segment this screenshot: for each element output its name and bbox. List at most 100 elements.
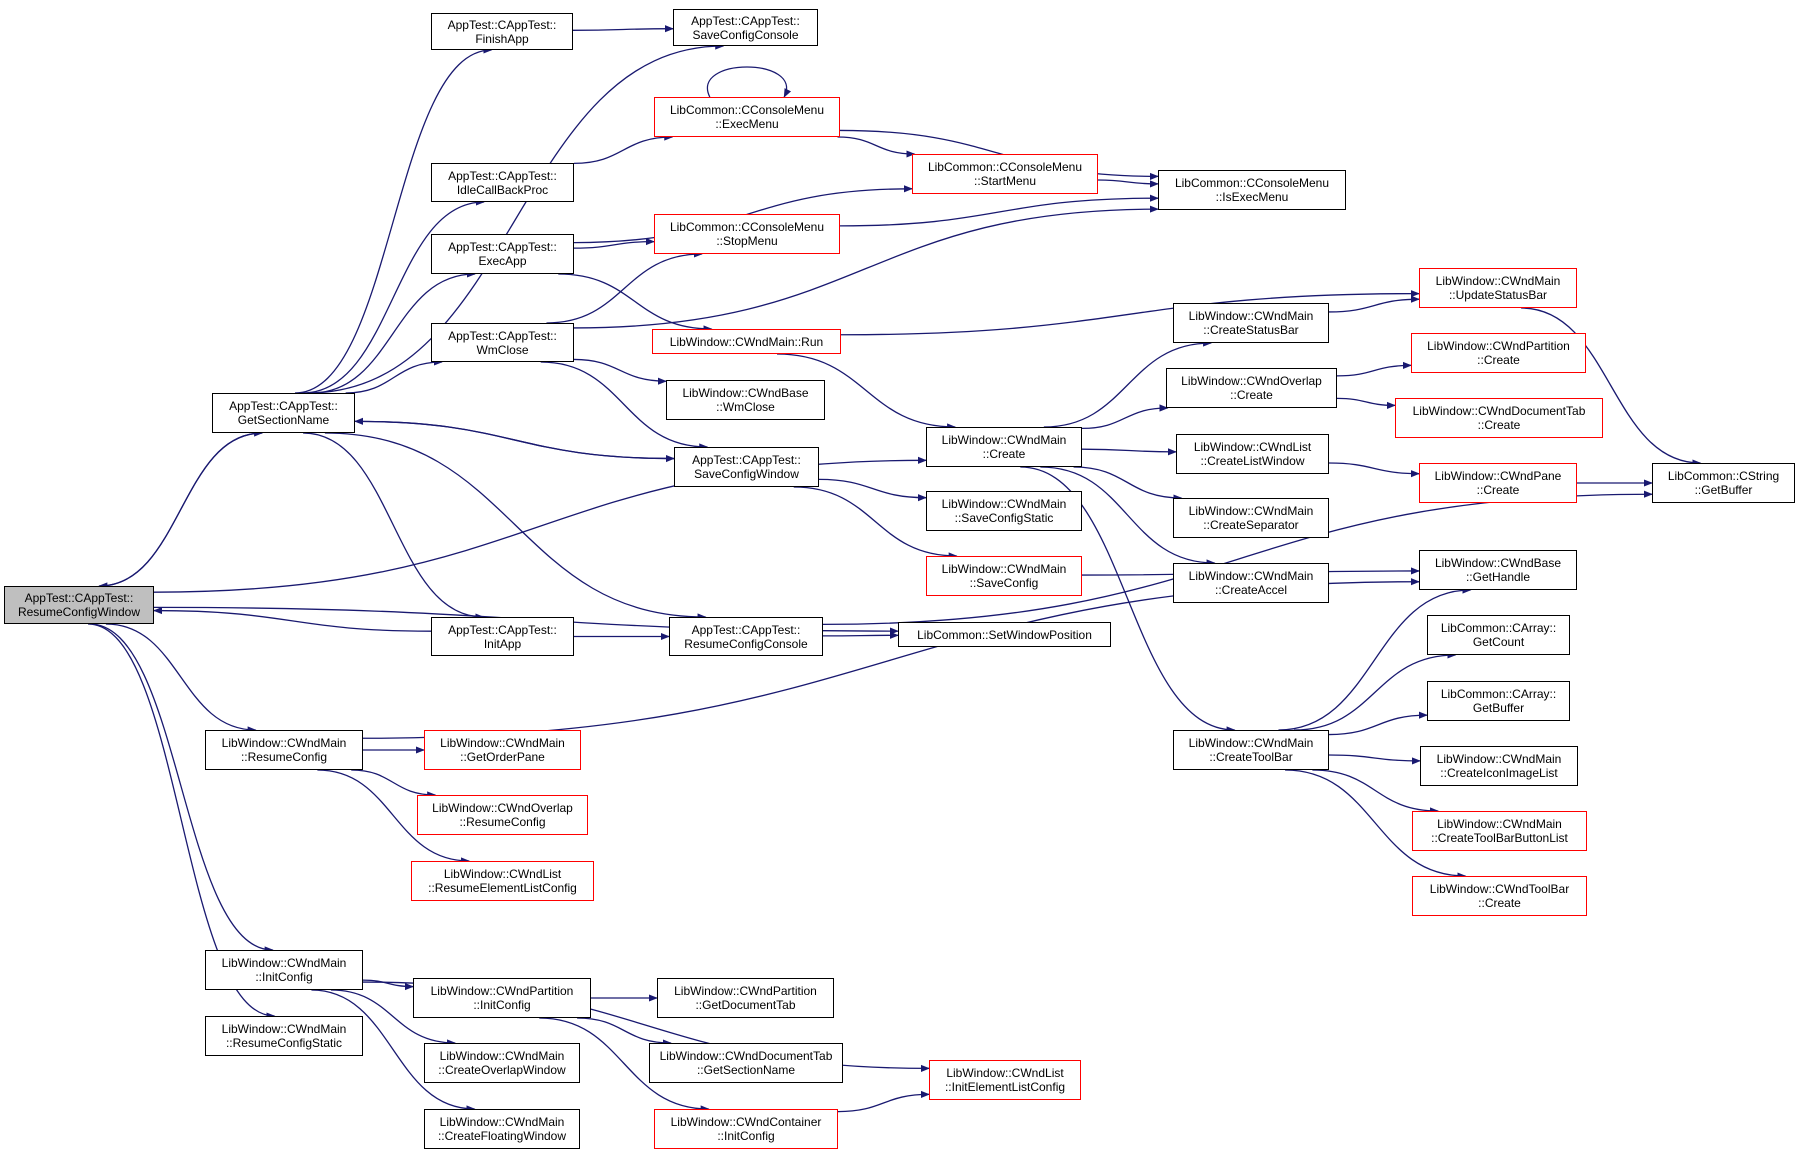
node-resumeconfig[interactable]: LibWindow::CWndMain::ResumeConfig xyxy=(205,730,363,770)
node-initapp[interactable]: AppTest::CAppTest::InitApp xyxy=(431,617,574,656)
node-label-line2: GetBuffer xyxy=(1472,701,1525,715)
node-label-line2: ::GetSectionName xyxy=(696,1063,796,1077)
node-finishapp[interactable]: AppTest::CAppTest::FinishApp xyxy=(431,13,573,50)
edge-run-to-maincreate xyxy=(777,353,957,431)
edge-execmenu-to-execmenu xyxy=(706,66,792,98)
node-label-line1: AppTest::CAppTest:: xyxy=(448,622,557,637)
node-label-line1: LibWindow::CWndBase xyxy=(682,386,809,400)
edge-execapp-to-run xyxy=(558,273,713,333)
node-resumeconsole[interactable]: AppTest::CAppTest::ResumeConfigConsole xyxy=(669,617,823,656)
node-listresume[interactable]: LibWindow::CWndList::ResumeElementListCo… xyxy=(411,861,594,901)
node-label-line2: ::Create xyxy=(1230,388,1273,402)
edge-maincreate-to-toolbar xyxy=(1020,466,1236,734)
node-label-line1: LibWindow::CWndPartition xyxy=(430,984,574,998)
edge-resumeconfig-to-listresume xyxy=(317,769,471,865)
edge-savewindow-to-getsection xyxy=(354,417,675,460)
node-execapp[interactable]: AppTest::CAppTest::ExecApp xyxy=(431,234,574,274)
edge-root-to-initconfig xyxy=(89,623,274,954)
node-floatwin[interactable]: LibWindow::CWndMain::CreateFloatingWindo… xyxy=(424,1109,580,1149)
node-separator[interactable]: LibWindow::CWndMain::CreateSeparator xyxy=(1173,498,1329,538)
node-label-line1: LibCommon::CString xyxy=(1667,469,1780,483)
edge-getsection-to-resumeconsole xyxy=(324,432,707,621)
node-panecreate[interactable]: LibWindow::CWndPane::Create xyxy=(1419,463,1577,503)
node-savestatic[interactable]: LibWindow::CWndMain::SaveConfigStatic xyxy=(926,491,1082,531)
edge-resumeconsole-to-setwinpos xyxy=(822,631,899,639)
node-label-line1: AppTest::CAppTest:: xyxy=(447,17,557,32)
node-stopmenu[interactable]: LibCommon::CConsoleMenu::StopMenu xyxy=(654,214,840,254)
node-continit[interactable]: LibWindow::CWndContainer::InitConfig xyxy=(654,1109,838,1149)
node-idle[interactable]: AppTest::CAppTest::IdleCallBackProc xyxy=(431,163,574,202)
node-doctabcreate[interactable]: LibWindow::CWndDocumentTab::Create xyxy=(1395,398,1603,438)
node-updatestatus[interactable]: LibWindow::CWndMain::UpdateStatusBar xyxy=(1419,268,1577,308)
node-arrbuffer[interactable]: LibCommon::CArray::GetBuffer xyxy=(1427,681,1570,721)
node-label-line2: ::CreateListWindow xyxy=(1200,454,1305,468)
node-label-line2: ::Create xyxy=(1477,353,1520,367)
node-initconfig[interactable]: LibWindow::CWndMain::InitConfig xyxy=(205,950,363,990)
node-run[interactable]: LibWindow::CWndMain::Run xyxy=(652,329,841,354)
node-maincreate[interactable]: LibWindow::CWndMain::Create xyxy=(926,427,1082,467)
node-gethandle[interactable]: LibWindow::CWndBase::GetHandle xyxy=(1419,550,1577,590)
node-label-line2: ::Create xyxy=(1478,896,1521,910)
node-tbcreate[interactable]: LibWindow::CWndToolBar::Create xyxy=(1412,876,1587,916)
node-startmenu[interactable]: LibCommon::CConsoleMenu::StartMenu xyxy=(912,154,1098,194)
node-label-line2: IdleCallBackProc xyxy=(456,182,549,197)
node-label-line2: SaveConfigWindow xyxy=(694,467,799,481)
node-partinit[interactable]: LibWindow::CWndPartition::InitConfig xyxy=(413,978,591,1018)
node-root[interactable]: AppTest::CAppTest::ResumeConfigWindow xyxy=(4,586,154,624)
node-partcreate[interactable]: LibWindow::CWndPartition::Create xyxy=(1411,333,1586,373)
node-tbbtnlist[interactable]: LibWindow::CWndMain::CreateToolBarButton… xyxy=(1412,811,1587,851)
node-saveconsole[interactable]: AppTest::CAppTest::SaveConfigConsole xyxy=(673,9,818,46)
node-label-line2: ::IsExecMenu xyxy=(1215,190,1289,204)
node-docsection[interactable]: LibWindow::CWndDocumentTab::GetSectionNa… xyxy=(649,1043,843,1083)
node-getcount[interactable]: LibCommon::CArray::GetCount xyxy=(1427,615,1570,655)
edge-maincreate-to-separator xyxy=(1073,466,1183,502)
edge-toolbar-to-tbcreate xyxy=(1285,769,1467,880)
node-label-line2: ::Create xyxy=(982,447,1026,461)
edge-getsection-to-saveconsole xyxy=(307,42,725,394)
node-label-line2: ExecApp xyxy=(478,254,527,268)
node-label-line2: SaveConfigConsole xyxy=(692,27,799,42)
node-resumestatic[interactable]: LibWindow::CWndMain::ResumeConfigStatic xyxy=(205,1016,363,1056)
edge-toolbar-to-tbbtnlist xyxy=(1312,769,1440,815)
node-execmenu[interactable]: LibCommon::CConsoleMenu::ExecMenu xyxy=(654,97,840,137)
node-toolbar[interactable]: LibWindow::CWndMain::CreateToolBar xyxy=(1173,730,1329,770)
node-overlapresume[interactable]: LibWindow::CWndOverlap::ResumeConfig xyxy=(417,795,588,835)
node-label-line1: AppTest::CAppTest:: xyxy=(691,622,801,637)
edge-getsection-to-idle xyxy=(302,198,485,394)
edge-stopmenu-to-isexec xyxy=(839,194,1159,227)
node-isexec[interactable]: LibCommon::CConsoleMenu::IsExecMenu xyxy=(1158,170,1346,210)
edge-toolbar-to-gethandle xyxy=(1278,586,1472,731)
node-basewmclose[interactable]: LibWindow::CWndBase::WmClose xyxy=(666,380,825,420)
node-label-line2: ::ExecMenu xyxy=(715,117,779,131)
edge-wmclose-to-isexec xyxy=(573,205,1159,329)
edge-updatestatus-to-getbuffer xyxy=(1521,307,1702,467)
node-getbuffer[interactable]: LibCommon::CString::GetBuffer xyxy=(1652,463,1795,503)
node-accel[interactable]: LibWindow::CWndMain::CreateAccel xyxy=(1173,563,1329,603)
node-label-line2: ::CreateToolBarButtonList xyxy=(1431,831,1568,845)
node-listinit[interactable]: LibWindow::CWndList::InitElementListConf… xyxy=(929,1060,1081,1100)
node-saveconfig[interactable]: LibWindow::CWndMain::SaveConfig xyxy=(926,556,1082,596)
node-label-line1: LibWindow::CWndToolBar xyxy=(1429,882,1570,896)
node-label-line2: ::InitConfig xyxy=(255,970,313,984)
edge-maincreate-to-accel xyxy=(1040,466,1216,567)
node-setwinpos[interactable]: LibCommon::SetWindowPosition xyxy=(898,622,1111,647)
node-listwindow[interactable]: LibWindow::CWndList::CreateListWindow xyxy=(1176,434,1329,474)
edge-startmenu-to-isexec xyxy=(1097,179,1159,188)
edge-execmenu-to-startmenu xyxy=(837,136,916,158)
node-label-line2: ::CreateFloatingWindow xyxy=(437,1129,567,1143)
node-getdoctab[interactable]: LibWindow::CWndPartition::GetDocumentTab xyxy=(657,978,834,1018)
edge-partinit-to-docsection xyxy=(577,1017,672,1047)
node-label-line2: WmClose xyxy=(476,342,529,357)
node-label-line1: AppTest::CAppTest:: xyxy=(229,399,338,413)
node-savewindow[interactable]: AppTest::CAppTest::SaveConfigWindow xyxy=(674,447,819,487)
node-statusbar[interactable]: LibWindow::CWndMain::CreateStatusBar xyxy=(1173,303,1329,343)
node-getsection[interactable]: AppTest::CAppTest::GetSectionName xyxy=(212,393,355,433)
node-iconlist[interactable]: LibWindow::CWndMain::CreateIconImageList xyxy=(1420,746,1578,786)
node-orderpane[interactable]: LibWindow::CWndMain::GetOrderPane xyxy=(424,730,581,770)
node-wmclose[interactable]: AppTest::CAppTest::WmClose xyxy=(431,323,574,362)
node-overlapcreate[interactable]: LibWindow::CWndOverlap::Create xyxy=(1166,368,1337,408)
node-label-line1: LibWindow::CWndMain xyxy=(439,1049,565,1063)
node-label-line1: LibCommon::CArray:: xyxy=(1440,687,1557,701)
edge-idle-to-execmenu xyxy=(573,133,674,164)
node-overlapwin[interactable]: LibWindow::CWndMain::CreateOverlapWindow xyxy=(424,1043,580,1083)
